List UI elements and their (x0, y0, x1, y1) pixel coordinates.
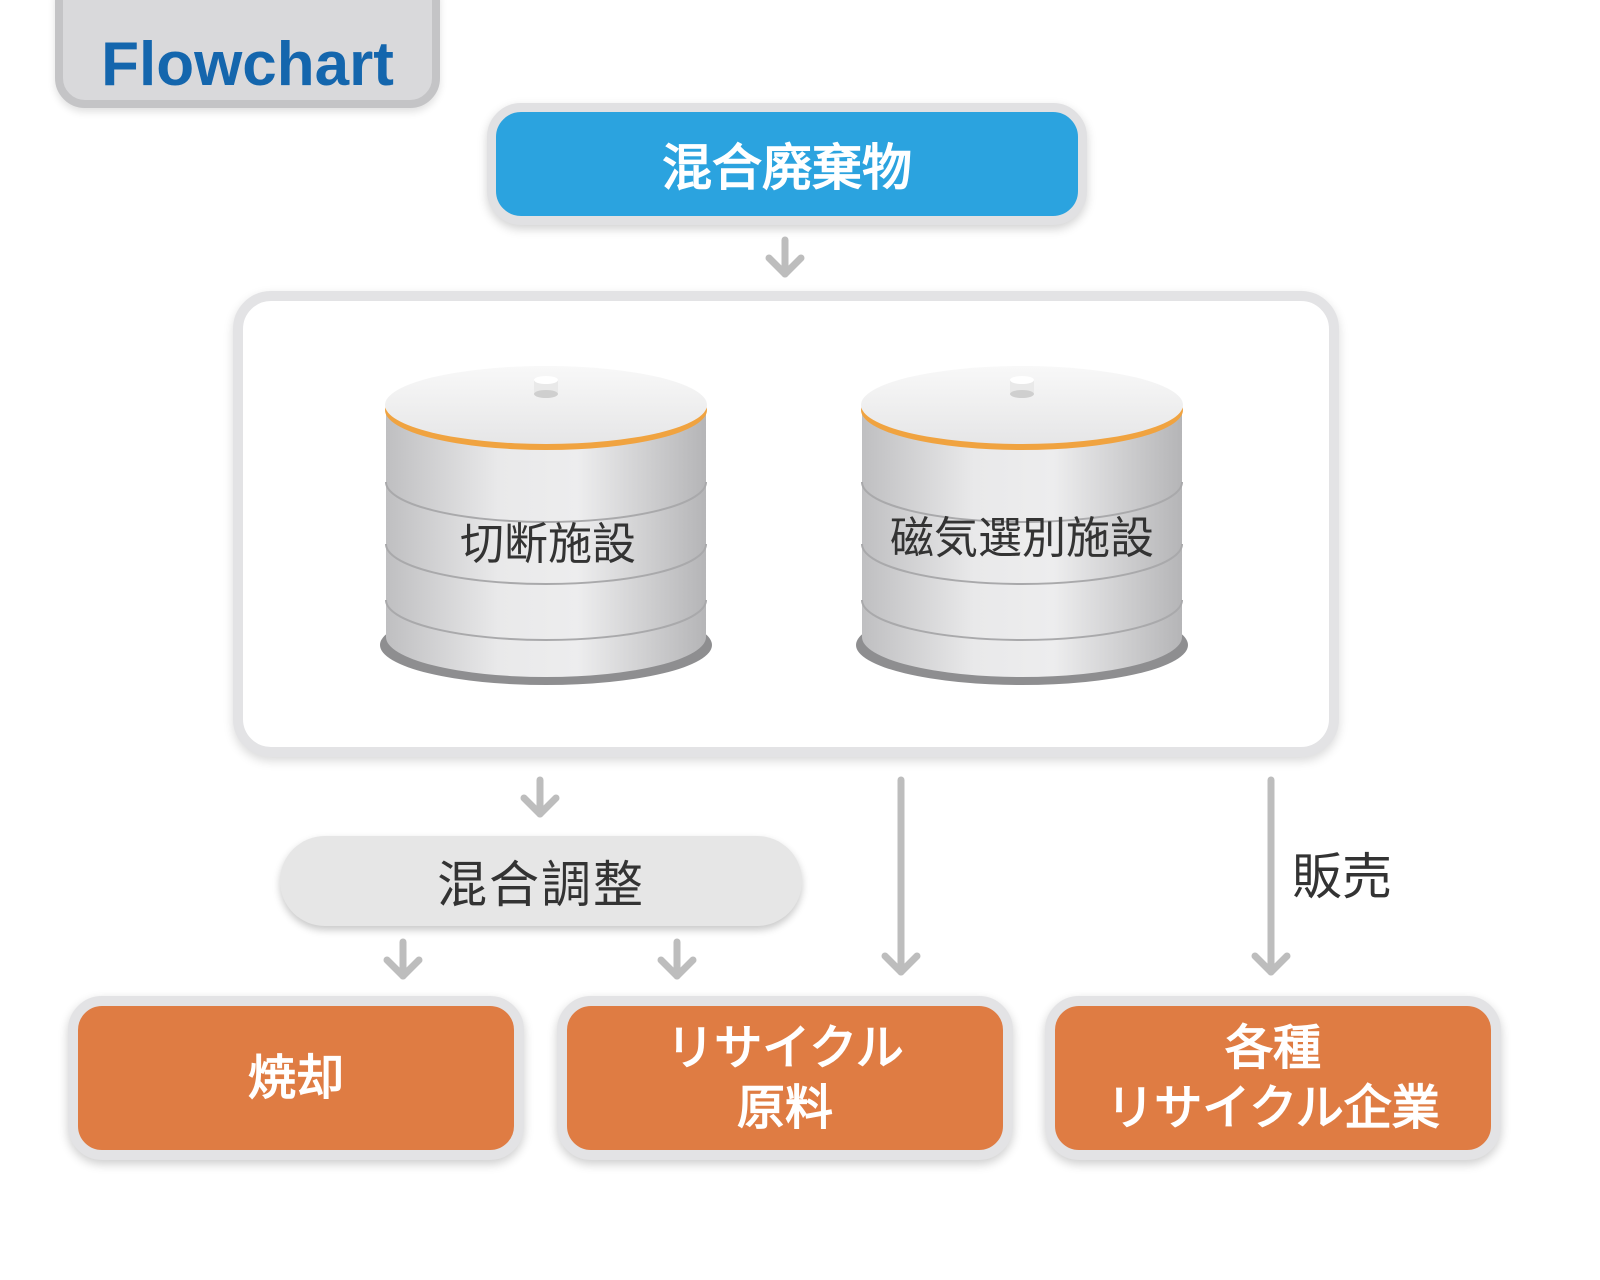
output-line: 原料 (736, 1080, 833, 1136)
arrow-down-icon (765, 236, 805, 278)
output-line: リサイクル企業 (1106, 1080, 1440, 1136)
tank-cutting-facility (380, 366, 712, 685)
arrow-down-icon (383, 938, 423, 980)
facility-label-magnetic: 磁気選別施設 (890, 513, 1154, 564)
sale-label: 販売 (1292, 848, 1392, 906)
output-box-recycling-companies: 各種 リサイクル企業 (1045, 996, 1501, 1160)
output-line: 各種 (1224, 1020, 1321, 1076)
mix-adjustment-step: 混合調整 (280, 836, 802, 926)
arrow-down-icon (657, 938, 697, 980)
arrow-down-icon (520, 776, 560, 818)
output-line: リサイクル (666, 1020, 904, 1076)
page-title: Flowchart (101, 30, 394, 99)
facility-label-cutting: 切断施設 (460, 519, 636, 570)
output-box-incineration: 焼却 (68, 996, 524, 1160)
tank-magnetic-separation-facility (856, 366, 1188, 685)
title-tab (55, 0, 440, 108)
output-line: 焼却 (247, 1050, 344, 1106)
output-box-recycled-material: リサイクル 原料 (557, 996, 1013, 1160)
input-box-mixed-waste: 混合廃棄物 (487, 103, 1087, 225)
arrow-down-long-icon (1251, 776, 1291, 976)
arrow-down-long-icon (881, 776, 921, 976)
